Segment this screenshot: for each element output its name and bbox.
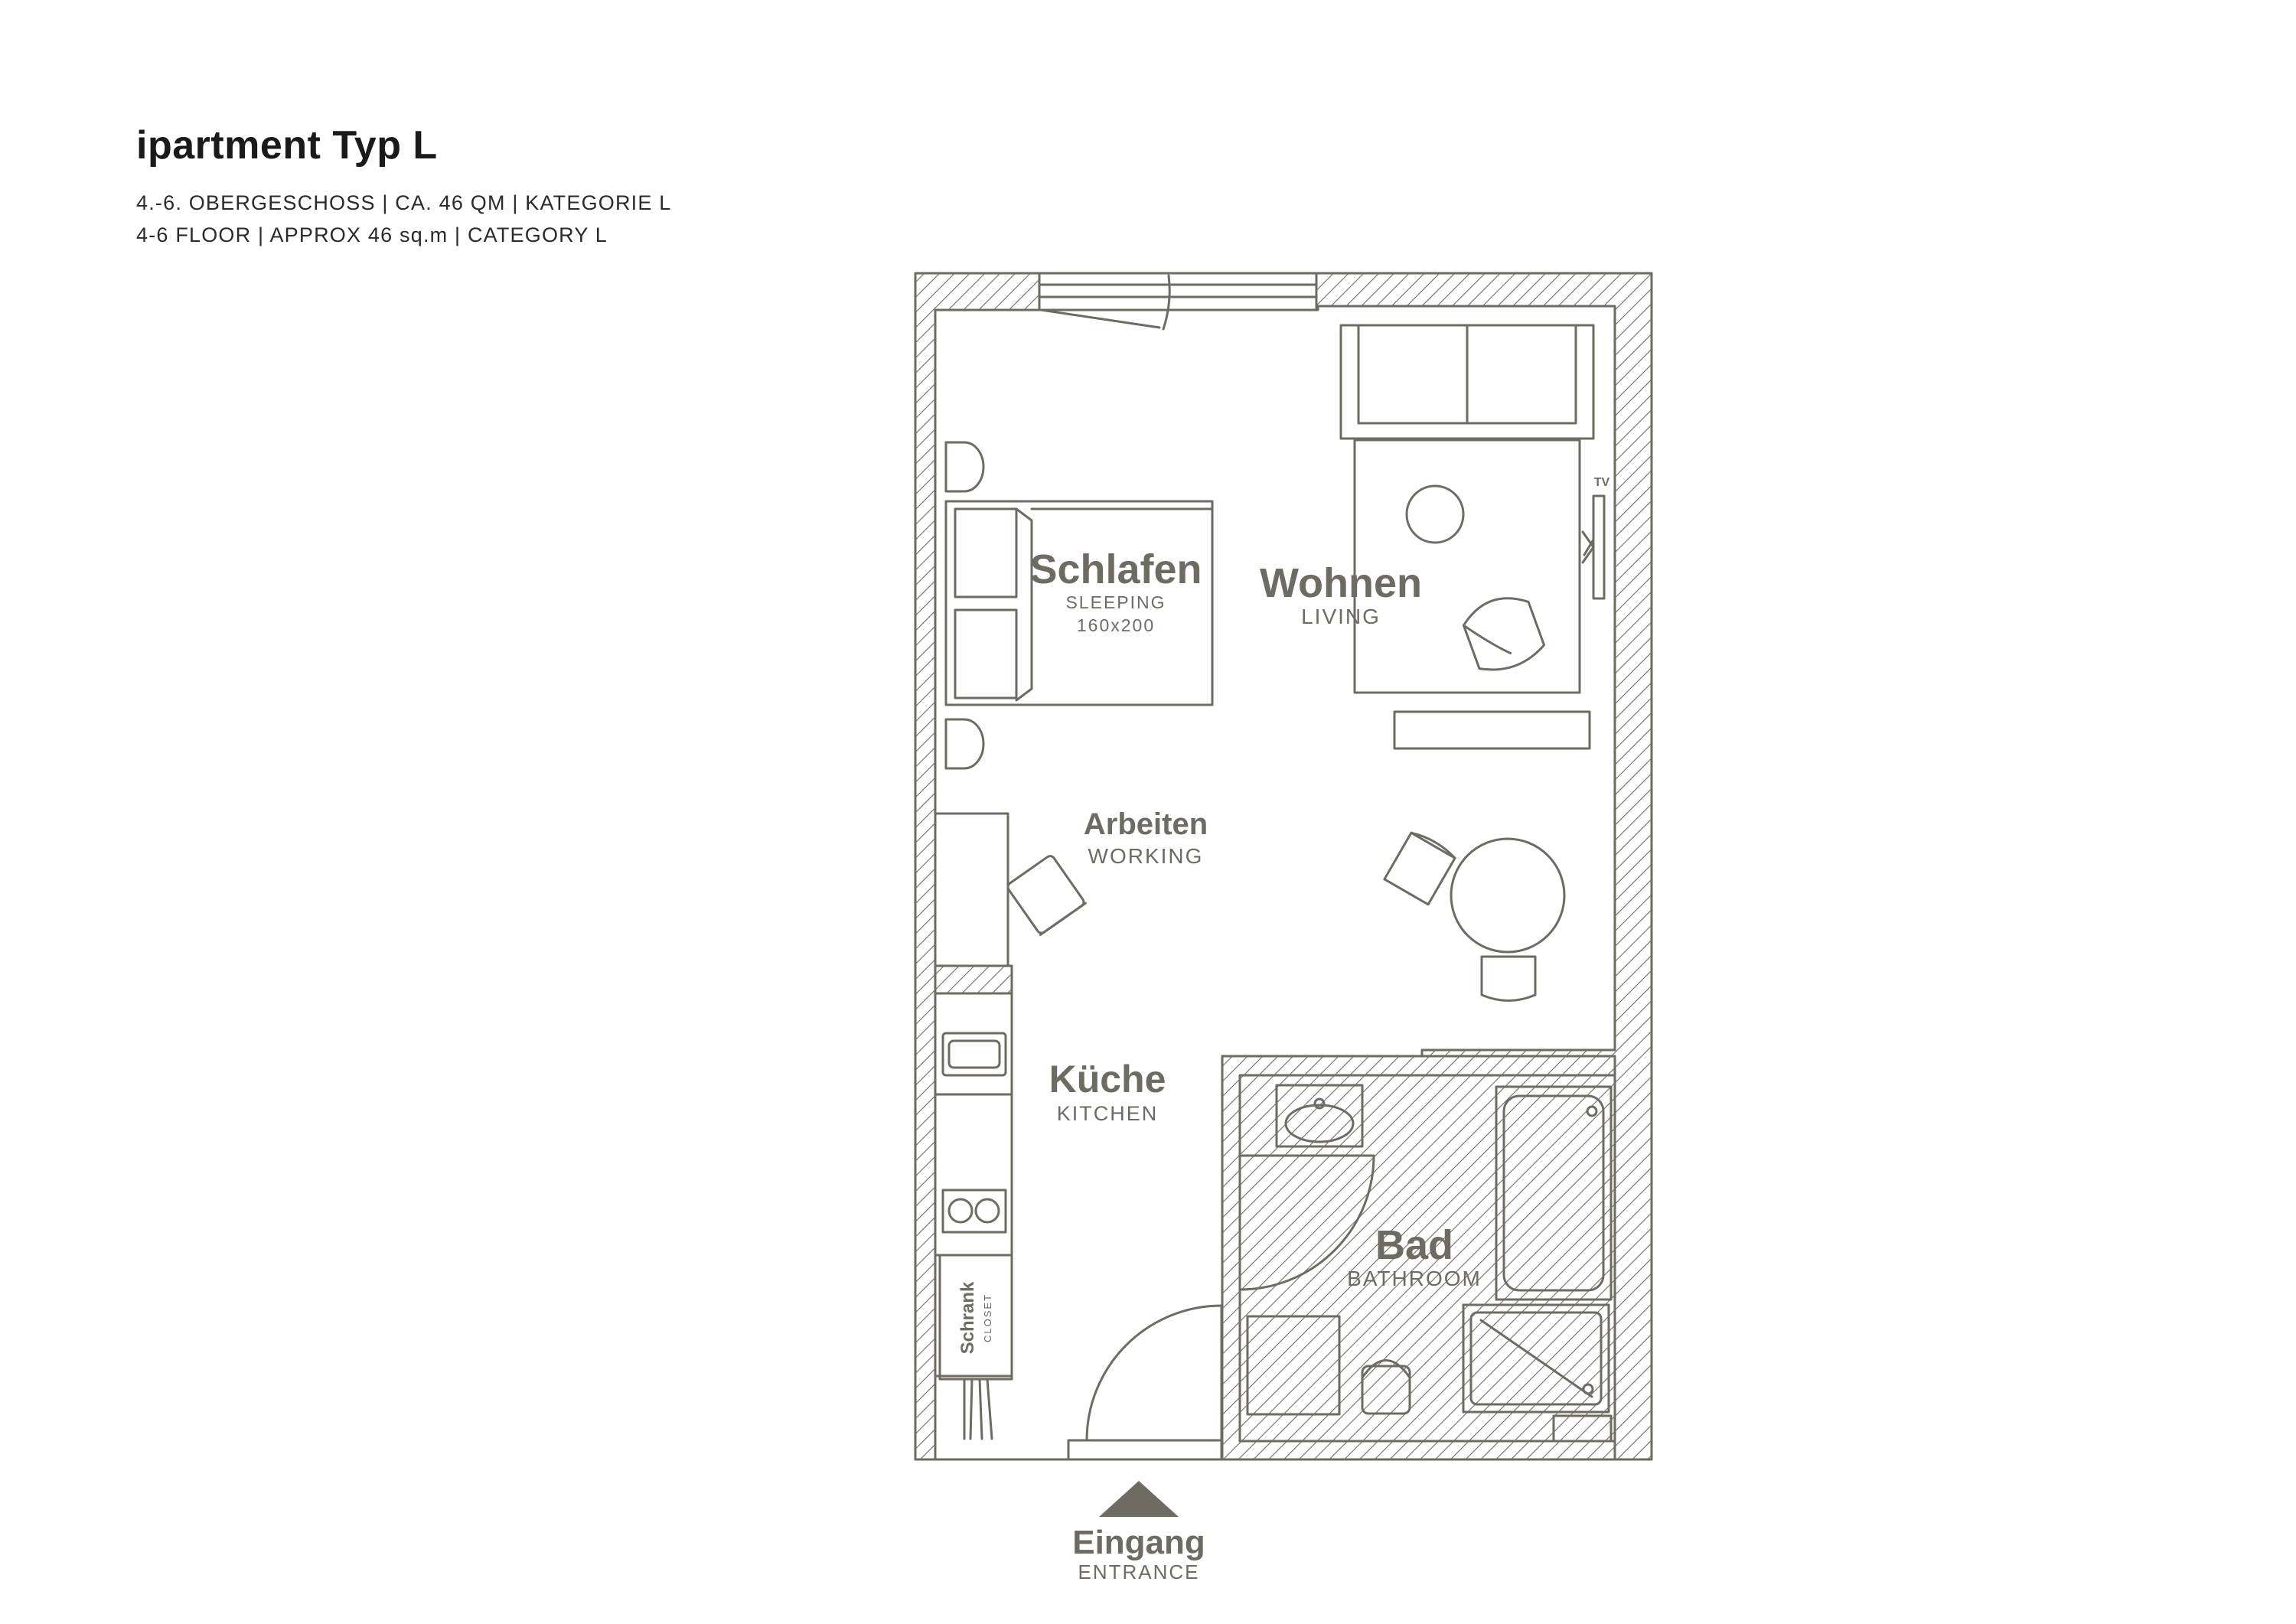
room-sub-kueche: KITCHEN xyxy=(1057,1102,1159,1125)
dining-table xyxy=(1450,837,1566,954)
shower xyxy=(1462,1303,1610,1414)
dining-chair-bottom xyxy=(1480,955,1537,1002)
dining-chair-left xyxy=(1383,831,1456,906)
bathroom-cabinet xyxy=(1246,1315,1341,1416)
desk xyxy=(934,812,1009,968)
entrance-sub: ENTRANCE xyxy=(1078,1560,1199,1583)
page-title: ipartment Typ L xyxy=(136,123,438,168)
desk-chair xyxy=(1006,855,1087,936)
coffee-table xyxy=(1405,484,1465,544)
room-sub-wohnen: LIVING xyxy=(1301,605,1381,628)
double-bed xyxy=(944,500,1214,706)
balcony-door xyxy=(1039,274,1171,331)
exterior-walls xyxy=(914,272,1653,1461)
closet-sub: CLOSET xyxy=(982,1293,993,1342)
entrance-arrow-icon xyxy=(1099,1481,1179,1517)
room-sub-schlafen: SLEEPING xyxy=(1065,592,1166,612)
entrance-label: Eingang xyxy=(1072,1524,1205,1561)
bathtub xyxy=(1495,1085,1613,1301)
room-label-arbeiten: Arbeiten xyxy=(1084,807,1208,841)
subtitle-german: 4.-6. OBERGESCHOSS | CA. 46 QM | KATEGOR… xyxy=(136,191,672,214)
room-label-bad: Bad xyxy=(1375,1222,1453,1268)
room-label-kueche: Küche xyxy=(1049,1058,1166,1101)
closet-label: Schrank xyxy=(957,1281,978,1354)
nightstand-bottom xyxy=(944,718,985,770)
washbasin xyxy=(1275,1084,1364,1148)
closet xyxy=(938,1254,1013,1440)
room-size-schlafen: 160x200 xyxy=(1077,615,1155,635)
room-label-wohnen: Wohnen xyxy=(1260,560,1422,606)
room-sub-arbeiten: WORKING xyxy=(1088,844,1204,868)
subtitle-english: 4-6 FLOOR | APPROX 46 sq.m | CATEGORY L xyxy=(136,223,608,246)
sideboard xyxy=(1393,710,1591,750)
entrance-door xyxy=(1085,1304,1223,1442)
room-label-schlafen: Schlafen xyxy=(1029,546,1202,592)
toilet xyxy=(1361,1359,1411,1415)
armchair xyxy=(1462,597,1546,671)
living-rug xyxy=(1353,439,1581,694)
bathroom-door xyxy=(1238,1154,1375,1291)
tv-unit xyxy=(1581,494,1606,600)
nightstand-top xyxy=(944,441,985,493)
sofa xyxy=(1339,324,1595,440)
tv-label: TV xyxy=(1594,476,1610,489)
room-sub-bad: BATHROOM xyxy=(1347,1267,1482,1290)
